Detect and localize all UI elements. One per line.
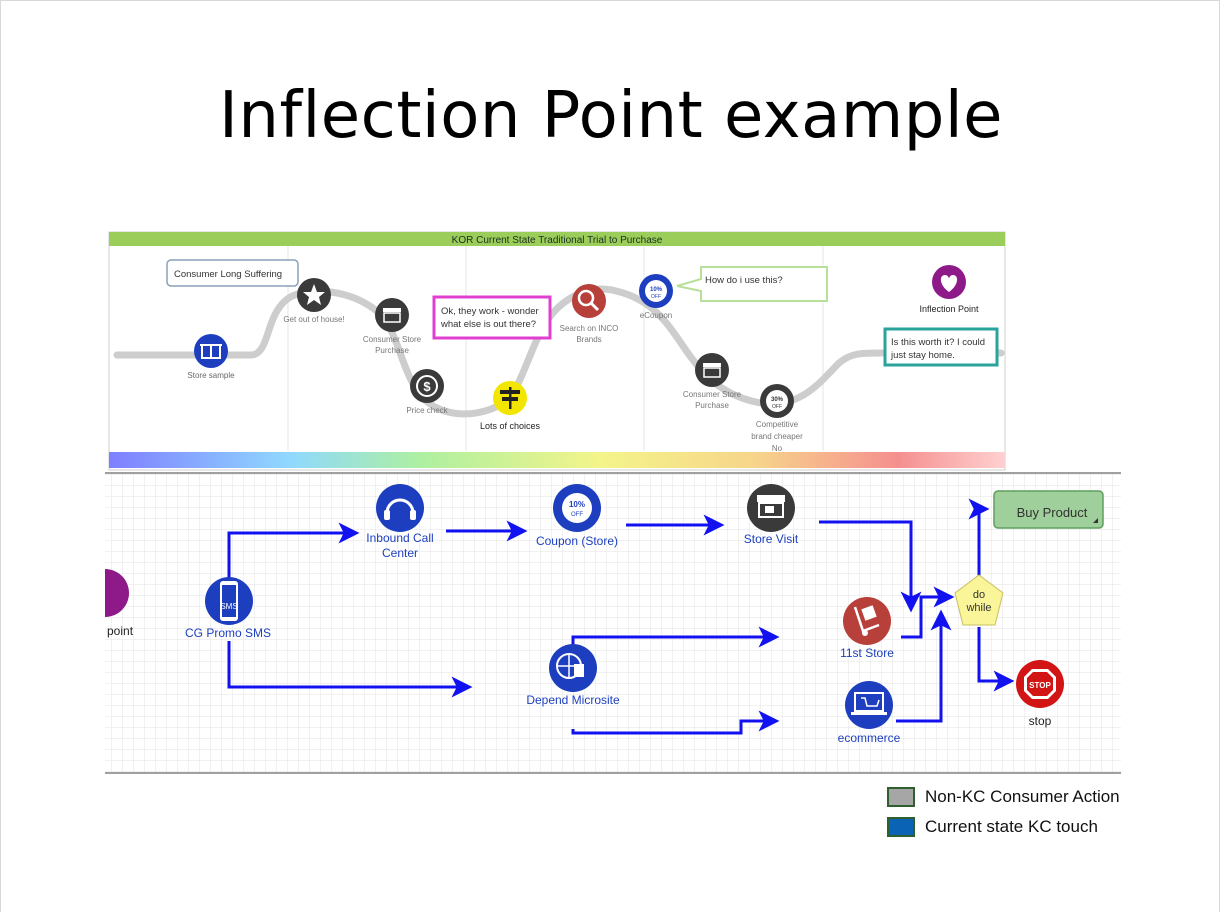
svg-text:do: do bbox=[973, 589, 985, 601]
stop-sign-icon[interactable]: STOP bbox=[1016, 660, 1064, 708]
flow-diagram: point SMS CG Promo SMS Inbound Call Cent… bbox=[105, 472, 1121, 774]
svg-text:10%: 10% bbox=[569, 500, 585, 509]
label-consumer-store-1a: Consumer Store bbox=[363, 335, 422, 344]
svg-text:Is this worth it? I could: Is this worth it? I could bbox=[891, 337, 985, 348]
storefront-icon bbox=[695, 353, 729, 387]
label-consumer-store-1b: Purchase bbox=[375, 346, 409, 355]
magnifier-icon bbox=[572, 284, 606, 318]
discount-badge-icon: 10% OFF bbox=[639, 274, 673, 308]
node-label-11st: 11st Store bbox=[840, 646, 894, 660]
legend-item-kc-touch: Current state KC touch bbox=[887, 817, 1098, 837]
node-label-coupon: Coupon (Store) bbox=[536, 534, 618, 548]
label-price-check: Price check bbox=[406, 406, 448, 415]
star-icon bbox=[297, 278, 331, 312]
discount-badge-icon: 30% OFF bbox=[760, 384, 794, 418]
label-competitive-b: brand cheaper bbox=[751, 432, 803, 441]
hand-truck-icon[interactable] bbox=[843, 597, 891, 645]
svg-text:Buy Product: Buy Product bbox=[1017, 505, 1088, 520]
dollar-icon: $ bbox=[410, 369, 444, 403]
svg-text:while: while bbox=[965, 602, 991, 614]
svg-text:Ok, they work - wonder: Ok, they work - wonder bbox=[441, 306, 539, 317]
do-while-pentagon[interactable]: do while bbox=[954, 574, 1004, 626]
node-label-cg-promo: CG Promo SMS bbox=[185, 626, 271, 640]
emotion-gradient-bar bbox=[109, 452, 1005, 468]
node-label-depend: Depend Microsite bbox=[526, 693, 620, 707]
label-search-a: Search on INCO bbox=[560, 324, 619, 333]
note-consumer-suffering: Consumer Long Suffering bbox=[166, 259, 299, 287]
legend-label: Non-KC Consumer Action bbox=[925, 787, 1120, 806]
svg-text:$: $ bbox=[423, 379, 431, 394]
sms-phone-icon[interactable]: SMS bbox=[205, 577, 253, 625]
node-label-stop: stop bbox=[1029, 714, 1052, 728]
label-ecoupon: eCoupon bbox=[640, 311, 672, 320]
connector-sms-to-inbound bbox=[227, 522, 360, 581]
laptop-cart-icon[interactable] bbox=[845, 681, 893, 729]
journey-banner-title: KOR Current State Traditional Trial to P… bbox=[452, 235, 663, 246]
svg-text:just stay home.: just stay home. bbox=[890, 350, 955, 361]
svg-text:STOP: STOP bbox=[1029, 681, 1051, 690]
node-label-store-visit: Store Visit bbox=[744, 532, 799, 546]
node-label-inbound-a: Inbound Call bbox=[366, 531, 433, 545]
label-lots-of-choices: Lots of choices bbox=[480, 421, 541, 431]
label-competitive-a: Competitive bbox=[756, 420, 799, 429]
svg-text:SMS: SMS bbox=[220, 602, 237, 611]
svg-text:Consumer Long Suffering: Consumer Long Suffering bbox=[174, 269, 282, 280]
svg-text:10%: 10% bbox=[650, 287, 663, 293]
label-competitive-c: No bbox=[772, 444, 783, 453]
legend-swatch-grey bbox=[887, 787, 915, 807]
connector-sms-to-depend bbox=[227, 641, 473, 698]
web-document-icon[interactable] bbox=[549, 644, 597, 692]
storefront-icon bbox=[375, 298, 409, 332]
legend-label: Current state KC touch bbox=[925, 817, 1098, 836]
note-how-do-i-use: How do i use this? bbox=[676, 266, 828, 302]
svg-text:OFF: OFF bbox=[571, 512, 583, 518]
svg-text:what else is out there?: what else is out there? bbox=[440, 319, 536, 330]
svg-text:30%: 30% bbox=[771, 397, 784, 403]
node-label-ecommerce: ecommerce bbox=[838, 731, 901, 745]
note-is-this-worth-it: Is this worth it? I could just stay home… bbox=[883, 327, 999, 367]
flow-grid bbox=[105, 473, 1121, 773]
connector-dowhile-to-buy bbox=[968, 498, 990, 577]
connector-11st-to-dowhile bbox=[901, 586, 955, 639]
coupon-badge-icon[interactable]: 10% OFF bbox=[553, 484, 601, 532]
connector-store-to-dowhile bbox=[819, 520, 922, 613]
buy-product-node[interactable]: Buy Product bbox=[993, 490, 1104, 529]
heart-icon bbox=[932, 265, 966, 299]
legend-swatch-blue bbox=[887, 817, 915, 837]
slide-title: Inflection Point example bbox=[219, 79, 1003, 153]
node-label-inbound-b: Center bbox=[382, 546, 418, 560]
label-inflection-point: Inflection Point bbox=[919, 304, 979, 314]
connector-dowhile-to-stop bbox=[977, 627, 1015, 692]
label-consumer-store-2b: Purchase bbox=[695, 401, 729, 410]
svg-text:OFF: OFF bbox=[772, 404, 782, 410]
node-label-point: point bbox=[107, 624, 134, 638]
inflection-point-node[interactable] bbox=[105, 569, 129, 617]
gift-icon bbox=[194, 334, 228, 368]
legend-item-non-kc: Non-KC Consumer Action bbox=[887, 787, 1120, 807]
connector-ecommerce-to-dowhile bbox=[896, 609, 952, 723]
headset-icon[interactable] bbox=[376, 484, 424, 532]
label-store-sample: Store sample bbox=[187, 371, 235, 380]
label-search-b: Brands bbox=[576, 335, 601, 344]
journey-banner bbox=[109, 232, 1005, 246]
label-get-out: Get out of house! bbox=[283, 315, 344, 324]
svg-text:How do i use this?: How do i use this? bbox=[705, 275, 783, 286]
connector-depend-to-ecommerce bbox=[571, 710, 780, 735]
storefront-icon[interactable] bbox=[747, 484, 795, 532]
note-ok-they-work: Ok, they work - wonder what else is out … bbox=[432, 295, 552, 340]
label-consumer-store-2a: Consumer Store bbox=[683, 390, 742, 399]
journey-map: KOR Current State Traditional Trial to P… bbox=[108, 231, 1006, 471]
svg-text:OFF: OFF bbox=[651, 294, 661, 300]
signpost-icon bbox=[493, 381, 527, 415]
